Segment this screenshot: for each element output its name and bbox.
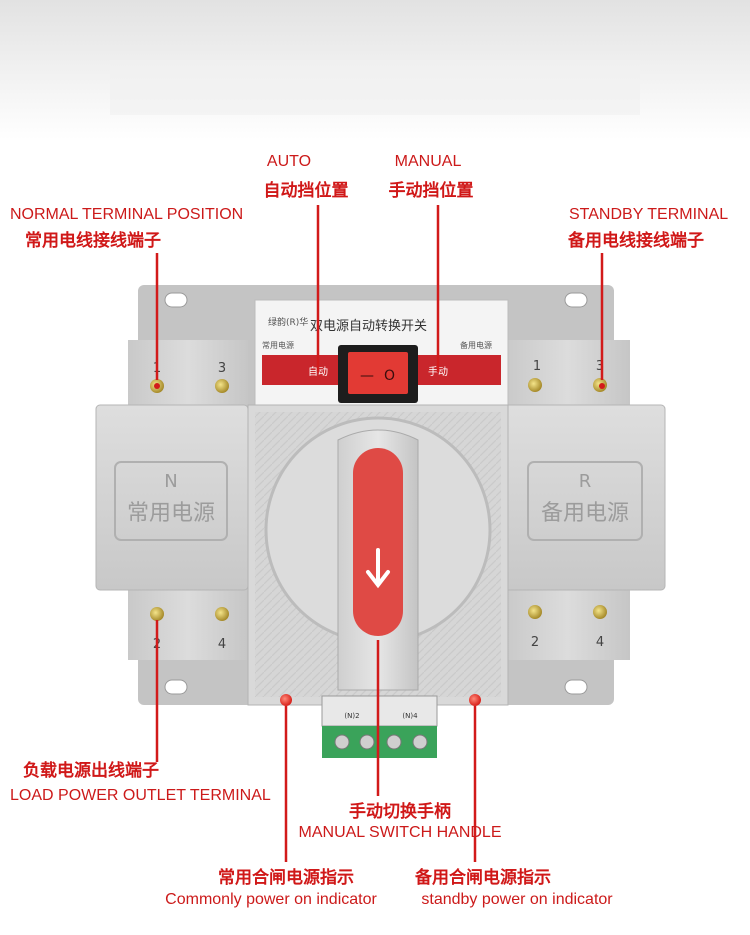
callout-dots [154,383,605,389]
svg-text:4: 4 [596,635,604,650]
bottom-left-terminal-block [128,590,248,660]
panel-title: 双电源自动转换开关 [310,319,427,334]
rocker-switch[interactable] [348,352,408,394]
handle-label-en: MANUAL SWITCH HANDLE [298,824,502,841]
callout-lines [155,205,604,862]
svg-text:(N)4: (N)4 [402,712,418,720]
switch-off-mark: — [360,368,374,384]
mount-hole-tl [164,292,188,308]
auto-label-cn: 自动挡位置 [263,181,349,201]
standby-indicator-label-cn: 备用合闸电源指示 [415,868,551,888]
top-right-terminal-block [505,340,630,410]
load-terminal-label-en: LOAD POWER OUTLET TERMINAL [10,787,271,804]
bottom-right-terminal-block [505,590,630,660]
svg-text:2: 2 [531,635,539,650]
brand-text: 绿韵(R)华 [268,316,308,328]
common-label: 常用电源 [262,340,294,350]
common-indicator-label-cn: 常用合闸电源指示 [218,868,354,888]
normal-terminal-label-en: NORMAL TERMINAL POSITION [10,206,244,223]
standby-indicator-label-en: standby power on indicator [421,891,613,908]
svg-text:1: 1 [533,359,541,374]
auto-label-en: AUTO [266,153,312,170]
manual-label-en: MANUAL [394,153,462,170]
manual-label-cn: 手动挡位置 [388,181,474,201]
terminal-screws [150,378,607,621]
left-cover [95,404,249,591]
left-letter: N [164,471,177,492]
svg-text:4: 4 [218,637,226,652]
handle-red-stripe [353,448,403,636]
handle-label-cn: 手动切换手柄 [349,802,451,822]
mount-hole-bl [164,679,188,695]
common-indicator-label-en: Commonly power on indicator [165,891,377,908]
left-cover-emboss [114,461,228,541]
normal-terminal-label-cn: 常用电线接线端子 [25,231,161,251]
standby-label: 备用电源 [460,340,492,350]
svg-text:3: 3 [218,361,226,376]
control-connector-label [321,695,438,727]
right-letter: R [579,471,592,492]
right-name: 备用电源 [541,501,629,526]
switch-on-mark: O [384,368,395,384]
standby-terminal-label-cn: 备用电线接线端子 [568,231,704,251]
load-terminal-label-cn: 负载电源出线端子 [23,761,159,781]
handle-arrow-icon [366,548,390,589]
common-power-led [280,694,292,706]
svg-text:3: 3 [596,359,604,374]
svg-text:(N)2: (N)2 [344,712,359,720]
top-left-terminal-block [128,340,248,410]
backdrop-band [110,60,640,115]
standby-terminal-label-en: STANDBY TERMINAL [569,206,729,223]
left-name: 常用电源 [127,501,215,526]
right-cover-emboss [527,461,643,541]
mount-hole-tr [564,292,588,308]
mount-hole-br [564,679,588,695]
standby-power-led [469,694,481,706]
